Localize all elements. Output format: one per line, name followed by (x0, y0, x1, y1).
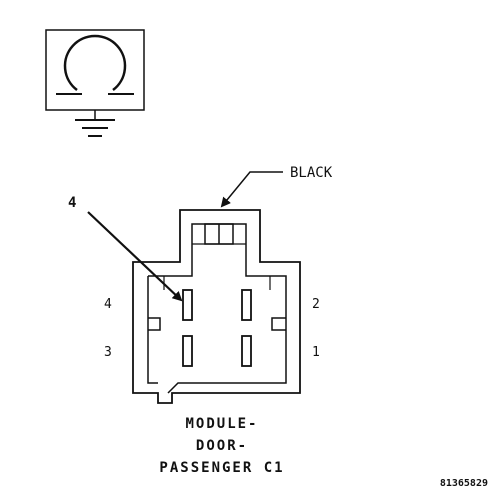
pin-callout: 4 (68, 195, 183, 302)
terminal-1 (241, 335, 252, 367)
connector-title-line-1: MODULE- (185, 416, 258, 432)
connector-title-line-2: DOOR- (196, 438, 248, 454)
pin-callout-label: 4 (68, 195, 76, 211)
pin-label-4: 4 (104, 297, 112, 312)
ohm-ground-symbol-icon (45, 29, 145, 137)
wire-color-label: BLACK (290, 165, 333, 181)
reference-number: 81365829 (440, 478, 488, 489)
terminal-4 (182, 289, 193, 321)
wire-color-callout: BLACK (220, 165, 333, 208)
connector-face (132, 209, 301, 404)
terminal-2 (241, 289, 252, 321)
pin-label-3: 3 (104, 345, 112, 360)
connector-title-line-3: PASSENGER C1 (159, 460, 284, 476)
terminal-3 (182, 335, 193, 367)
pin-label-1: 1 (312, 345, 320, 360)
pin-label-2: 2 (312, 297, 320, 312)
